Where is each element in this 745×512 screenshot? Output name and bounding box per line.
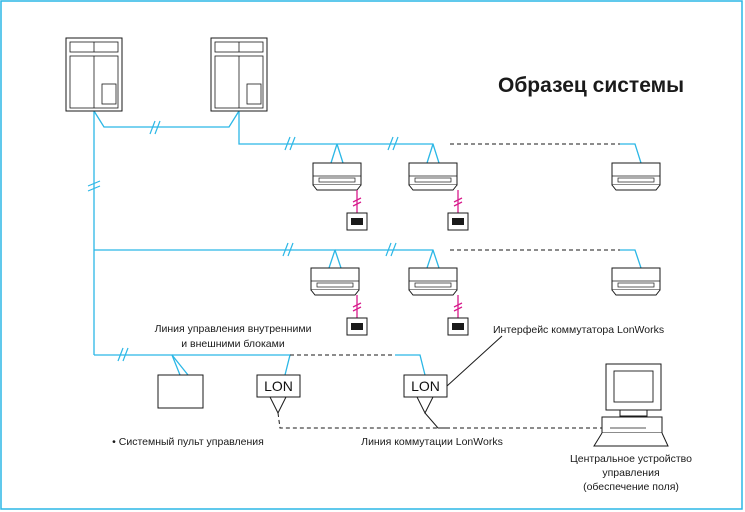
remote-controllers — [346, 190, 469, 336]
dashed-lines — [290, 143, 620, 356]
lonworks-interface-label: Интерфейс коммутатора LonWorks — [493, 324, 664, 336]
central-device-label-2: управления — [602, 467, 659, 479]
remote-controller-icon — [346, 190, 368, 231]
control-line-label-1: Линия управления внутренними — [155, 323, 312, 335]
diagram-title: Образец системы — [498, 74, 684, 97]
lon-interface-leader — [446, 335, 503, 387]
indoor-unit-icon — [408, 162, 458, 191]
indoor-unit-icon — [310, 267, 360, 296]
computer-icon — [593, 363, 669, 447]
lon-box-2: LON — [403, 374, 448, 398]
control-line-label-2: и внешними блоками — [181, 338, 285, 350]
svg-text:LON: LON — [411, 378, 440, 394]
indoor-unit-icon — [611, 162, 661, 191]
remote-controller-icon — [346, 295, 368, 336]
indoor-units — [310, 162, 661, 296]
system-controller-box — [157, 374, 204, 409]
remote-controller-icon — [447, 190, 469, 231]
outdoor-unit-icon — [65, 37, 123, 112]
central-device-label-3: (обеспечение поля) — [583, 481, 679, 493]
lonworks-line-label: Линия коммутации LonWorks — [361, 436, 503, 448]
remote-controller-icon — [447, 295, 469, 336]
lon-box-1: LON — [256, 374, 301, 398]
indoor-unit-icon — [408, 267, 458, 296]
outdoor-unit-icon — [210, 37, 268, 112]
control-lines — [87, 110, 642, 376]
indoor-unit-icon — [312, 162, 362, 191]
indoor-unit-icon — [611, 267, 661, 296]
system-controller-label: • Системный пульт управления — [112, 436, 264, 448]
central-device-label-1: Центральное устройство — [570, 453, 692, 465]
svg-text:LON: LON — [264, 378, 293, 394]
lonworks-bus — [269, 396, 602, 429]
